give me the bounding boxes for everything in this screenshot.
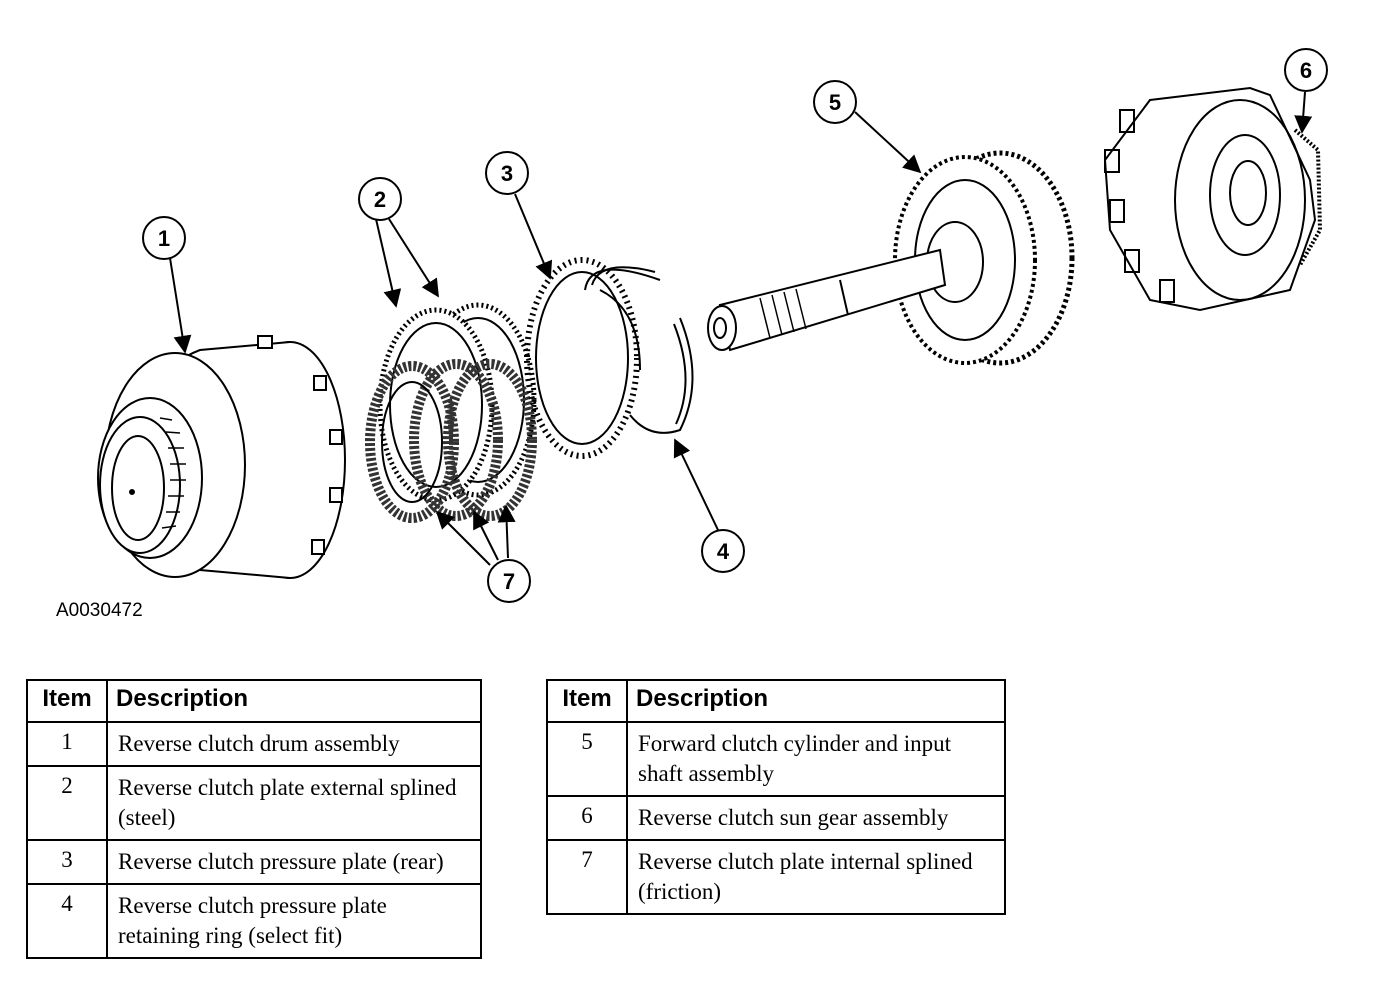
callout-5: 5 <box>813 80 857 124</box>
callout-6: 6 <box>1284 48 1328 92</box>
callout-label-5: 5 <box>829 90 841 115</box>
legend-table-right: Item Description 5 Forward clutch cylind… <box>546 679 1006 915</box>
figure-id: A0030472 <box>56 600 143 621</box>
item-number: 6 <box>546 795 628 841</box>
description-column-header: Description <box>626 679 1006 723</box>
callout-label-1: 1 <box>158 226 170 251</box>
legend-table-left: Item Description 1 Reverse clutch drum a… <box>26 679 482 959</box>
item-description: Reverse clutch plate external splined (s… <box>106 765 482 841</box>
table-row: 4 Reverse clutch pressure plate retainin… <box>26 883 482 959</box>
item-description: Reverse clutch plate internal splined (f… <box>626 839 1006 915</box>
item-description: Forward clutch cylinder and input shaft … <box>626 721 1006 797</box>
item-description: Reverse clutch pressure plate retaining … <box>106 883 482 959</box>
input-shaft-assembly-drawing <box>707 150 1075 366</box>
clutch-plates-drawing <box>365 302 537 523</box>
item-description: Reverse clutch pressure plate (rear) <box>106 839 482 885</box>
item-column-header: Item <box>546 679 628 723</box>
callout-3: 3 <box>485 151 529 195</box>
item-number: 1 <box>26 721 108 767</box>
legend-header-row: Item Description <box>26 679 482 723</box>
callout-label-6: 6 <box>1300 58 1312 83</box>
item-number: 5 <box>546 721 628 797</box>
reverse-clutch-drum-drawing <box>97 335 346 579</box>
table-row: 1 Reverse clutch drum assembly <box>26 721 482 767</box>
item-description: Reverse clutch sun gear assembly <box>626 795 1006 841</box>
table-row: 5 Forward clutch cylinder and input shaf… <box>546 721 1006 797</box>
table-row: 2 Reverse clutch plate external splined … <box>26 765 482 841</box>
exploded-parts-diagram: 1 2 3 4 5 6 7 <box>97 48 1328 603</box>
retaining-ring-drawing <box>584 266 694 434</box>
item-description: Reverse clutch drum assembly <box>106 721 482 767</box>
item-number: 7 <box>546 839 628 915</box>
callout-leaders <box>169 91 1313 566</box>
sun-gear-assembly-drawing <box>1103 86 1323 312</box>
table-row: 6 Reverse clutch sun gear assembly <box>546 795 1006 841</box>
table-row: 7 Reverse clutch plate internal splined … <box>546 839 1006 915</box>
legend-header-row: Item Description <box>546 679 1006 723</box>
item-column-header: Item <box>26 679 108 723</box>
callout-1: 1 <box>142 216 186 260</box>
item-number: 2 <box>26 765 108 841</box>
description-column-header: Description <box>106 679 482 723</box>
callout-4: 4 <box>701 529 745 573</box>
pressure-plate-drawing <box>524 257 641 459</box>
callout-label-7: 7 <box>503 569 515 594</box>
item-number: 3 <box>26 839 108 885</box>
table-row: 3 Reverse clutch pressure plate (rear) <box>26 839 482 885</box>
item-number: 4 <box>26 883 108 959</box>
callout-7: 7 <box>487 559 531 603</box>
callout-label-3: 3 <box>501 161 513 186</box>
callout-2: 2 <box>358 177 402 221</box>
callout-label-2: 2 <box>374 187 386 212</box>
callout-label-4: 4 <box>717 539 730 564</box>
